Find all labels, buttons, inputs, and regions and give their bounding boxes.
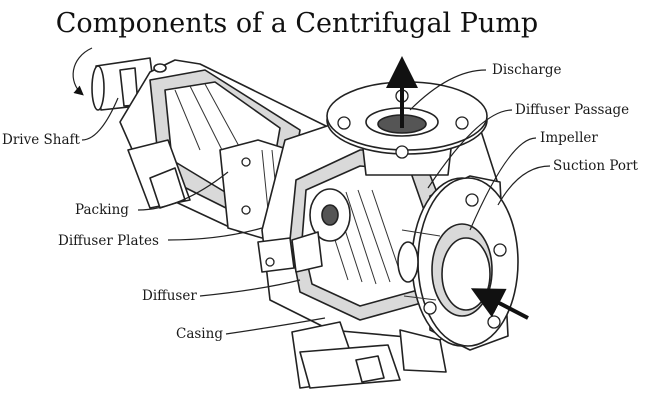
label-diffuser-plates: Diffuser Plates xyxy=(58,233,159,249)
pump-base xyxy=(149,167,447,389)
rotation-arrow-icon xyxy=(72,47,93,96)
label-drive-shaft: Drive Shaft xyxy=(2,132,80,148)
label-impeller: Impeller xyxy=(540,130,598,146)
label-diffuser: Diffuser xyxy=(142,288,197,304)
label-casing: Casing xyxy=(176,326,223,342)
suction-flange xyxy=(397,175,529,351)
label-discharge: Discharge xyxy=(492,62,561,78)
label-packing: Packing xyxy=(75,202,129,218)
leader-lines xyxy=(81,69,551,335)
discharge-flange xyxy=(326,56,488,176)
component-labels: Discharge Diffuser Passage Impeller Suct… xyxy=(2,62,638,342)
label-diffuser-passage: Diffuser Passage xyxy=(515,102,629,118)
label-suction-port: Suction Port xyxy=(553,158,638,174)
suction-flow-arrow-icon xyxy=(470,288,529,320)
diagram-title: Components of a Centrifugal Pump xyxy=(56,8,538,39)
pump-illustration xyxy=(72,47,529,389)
